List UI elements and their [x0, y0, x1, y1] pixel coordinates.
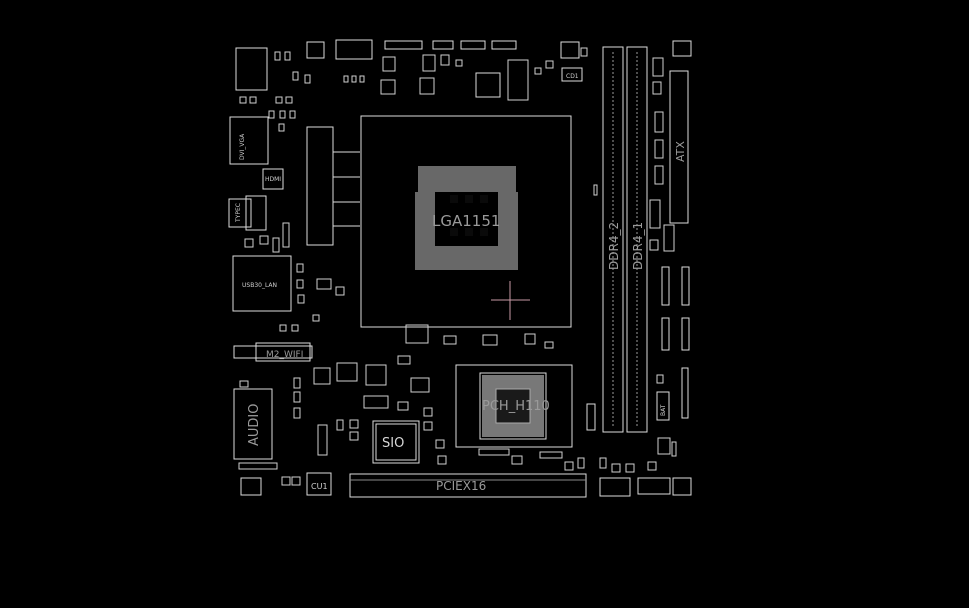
pch-chip [479, 372, 547, 440]
label-dvi: DVI_VGA [239, 133, 246, 160]
header-tl [235, 47, 268, 91]
usb-lan-port [232, 255, 292, 312]
label-hdmi: HDMI [265, 176, 281, 183]
ddr-slot-1 [626, 46, 648, 433]
top-connector-2 [432, 40, 454, 50]
label-bat: BAT [660, 404, 667, 416]
typec-aux [245, 195, 267, 231]
m2-slot [255, 342, 311, 362]
mounting-hole-bl [240, 477, 262, 496]
label-cpu-socket: LGA1151 [432, 212, 500, 230]
sio-chip [372, 420, 420, 464]
cpu-pin-field [415, 166, 518, 270]
label-cd1: CD1 [566, 73, 579, 80]
mounting-hole-tr [672, 40, 692, 57]
top-connector-5 [560, 41, 580, 59]
passive-components [238, 47, 677, 486]
label-cu1: CU1 [311, 482, 328, 491]
label-ddr-a: DDR4_2 [607, 222, 621, 270]
audio-jack [233, 388, 273, 460]
top-connector-4 [491, 40, 517, 50]
m2-slot-outline [233, 345, 313, 359]
label-ddr-b: DDR4_1 [631, 222, 645, 270]
vrm-block [306, 126, 334, 246]
label-sio: SIO [382, 436, 404, 451]
pcie-slot [349, 473, 587, 498]
label-atx: ATX [674, 141, 687, 162]
top-ic [475, 72, 501, 98]
cd1-cap [561, 67, 583, 82]
label-audio: AUDIO [247, 404, 262, 447]
dvi-vga-port [229, 116, 269, 165]
top-connector-1 [384, 40, 423, 50]
hdmi-port [262, 168, 284, 190]
atx-connector [669, 70, 689, 224]
label-pcie: PCIEX16 [436, 479, 486, 493]
cu1 [306, 472, 332, 496]
typec-port [228, 198, 252, 228]
label-usb-lan: USB30_LAN [242, 282, 277, 289]
label-pch: PCH_H110 [482, 399, 550, 414]
pch-outline [455, 364, 573, 448]
fan-header-top [335, 39, 373, 60]
mounting-hole-tl [306, 41, 325, 59]
top-connector-3 [460, 40, 486, 50]
label-typec: TYPEC [235, 203, 242, 223]
cpu-socket-outline [360, 115, 572, 328]
mounting-hole-br [672, 477, 692, 496]
label-m2: M2_WIFI [266, 350, 303, 360]
ddr-slot-2 [602, 46, 624, 433]
